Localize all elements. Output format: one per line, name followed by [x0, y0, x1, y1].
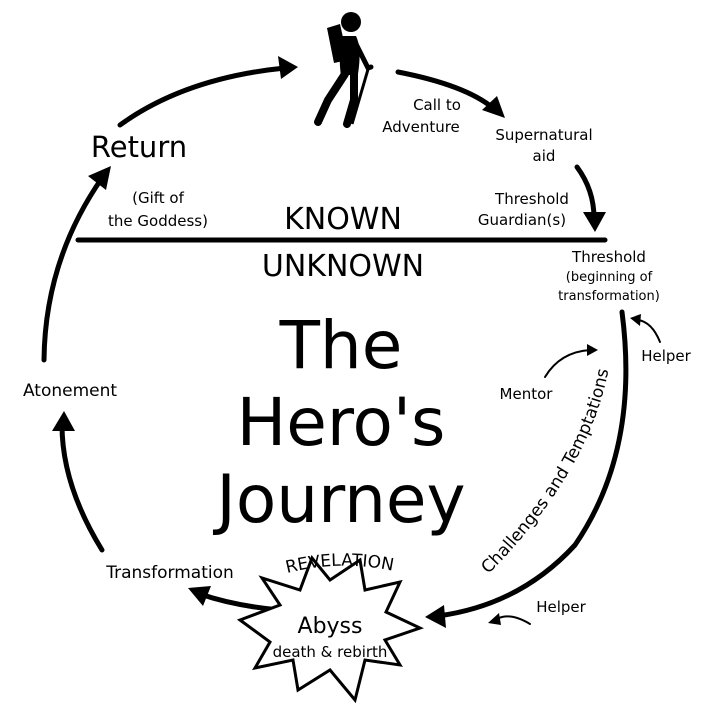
arc-supernatural-to-threshold — [574, 164, 597, 221]
arc-transformation-to-atonement — [59, 422, 105, 553]
arrowhead-to-supernatural — [482, 96, 505, 118]
abyss-sub-label: death & rebirth — [273, 643, 388, 661]
transformation-label: Transformation — [105, 563, 234, 583]
arrowhead-to-threshold — [583, 212, 606, 232]
arc-atonement-to-return — [41, 175, 105, 363]
arc-hero-to-supernatural — [395, 69, 496, 111]
title-line-1: The — [279, 307, 403, 384]
threshold-sub-line2: transformation) — [558, 289, 660, 304]
abyss-label: Abyss — [298, 614, 363, 639]
atonement-label: Atonement — [23, 381, 117, 401]
title-line-3: Journey — [212, 461, 465, 538]
hiker-icon — [314, 12, 374, 128]
call-to-adventure-line2: Adventure — [382, 118, 460, 136]
mentor-label: Mentor — [500, 385, 554, 403]
arc-abyss-to-transformation — [197, 591, 283, 613]
arrow-helper-top — [637, 319, 661, 343]
arrowhead-to-return — [88, 166, 111, 190]
call-to-adventure-line1: Call to — [413, 96, 461, 114]
arrowhead-to-atonement — [52, 411, 75, 431]
arrow-helper-bottom — [496, 615, 531, 625]
arc-return-to-hero — [117, 65, 288, 128]
title-line-2: Hero's — [237, 384, 446, 461]
threshold-sub-line1: (beginning of — [566, 270, 653, 285]
gift-line1: (Gift of — [132, 189, 184, 207]
arc-threshold-to-abyss — [435, 309, 629, 619]
arrowhead-mentor — [587, 344, 598, 356]
threshold-guardian-line2: Guardian(s) — [478, 211, 566, 229]
helper-bottom-label: Helper — [536, 598, 586, 616]
known-label: KNOWN — [284, 202, 402, 237]
supernatural-aid-line2: aid — [533, 147, 556, 165]
starburst-icon — [236, 555, 424, 704]
arrowhead-to-abyss — [425, 605, 446, 628]
threshold-guardian-line1: Threshold — [494, 190, 569, 208]
gift-line2: the Goddess) — [108, 212, 208, 230]
return-label: Return — [91, 130, 187, 164]
arrow-mentor — [544, 349, 591, 378]
helper-top-label: Helper — [641, 347, 691, 365]
supernatural-aid-line1: Supernatural — [495, 126, 592, 144]
unknown-label: UNKNOWN — [262, 249, 424, 284]
arrowhead-to-transformation — [188, 586, 211, 606]
arrowhead-to-hero — [278, 56, 298, 79]
arrowhead-helper-top — [630, 314, 641, 326]
threshold-label: Threshold — [571, 248, 646, 266]
arrowhead-helper-bottom — [488, 613, 501, 625]
